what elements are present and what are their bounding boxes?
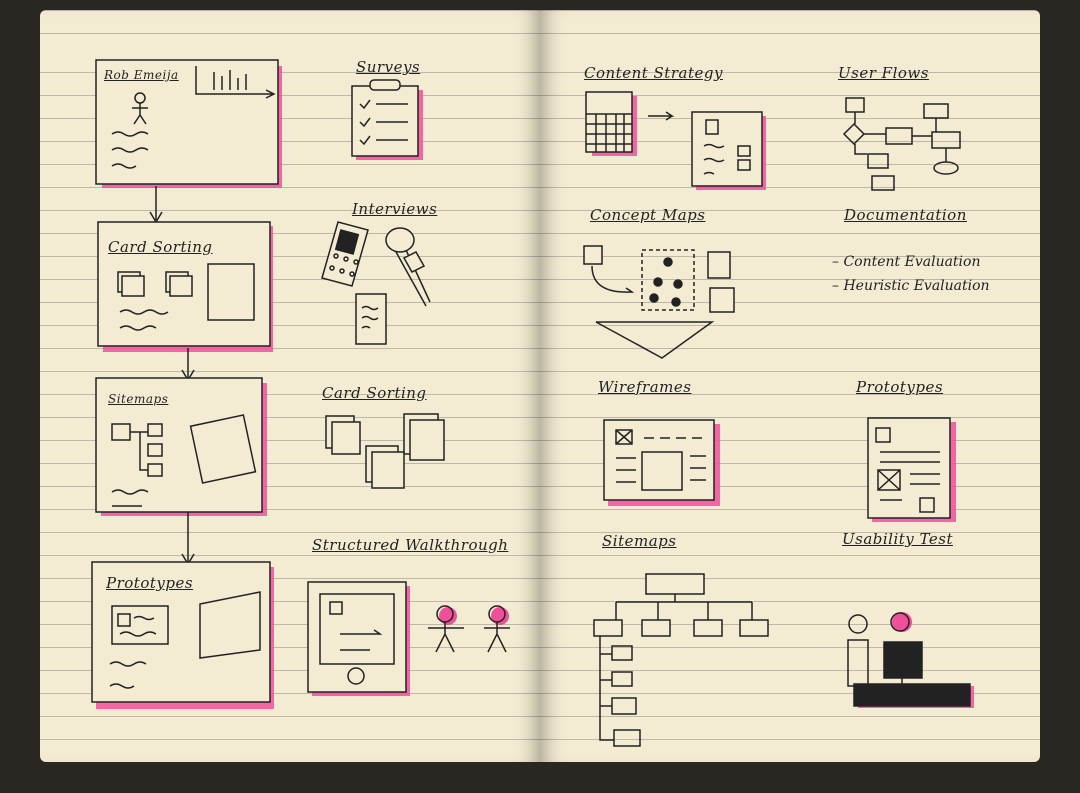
card-sorting-cards-sketch (325, 413, 445, 489)
section-label-sitemaps: Sitemaps (602, 532, 677, 550)
flow-box-persona (95, 59, 279, 185)
user-flows-sketch (842, 97, 961, 191)
section-label-wireframes: Wireframes (598, 378, 692, 396)
content-strategy-sketch (585, 91, 763, 187)
section-label-prototypes: Prototypes (856, 378, 944, 396)
flow-box-prototypes (91, 561, 271, 703)
surveys-clipboard-sketch (351, 79, 419, 157)
method-label-structured-walkthrough: Structured Walkthrough (312, 536, 509, 554)
flow-label-prototypes: Prototypes (106, 574, 194, 592)
flow-label-persona: Rob Emeija (104, 68, 179, 82)
flow-label-card-sorting: Card Sorting (108, 238, 213, 256)
prototypes-wireframe-sketch (867, 417, 951, 519)
method-label-interviews: Interviews (352, 200, 438, 218)
interviews-phone-mic-sketch (321, 221, 431, 345)
sitemaps-tree-sketch (593, 573, 769, 747)
flow-label-sitemaps: Sitemaps (108, 392, 169, 406)
usability-test-sketch (847, 612, 971, 707)
documentation-item-heuristic-evaluation: – Heuristic Evaluation (832, 278, 990, 294)
section-label-usability-test: Usability Test (842, 530, 953, 548)
section-label-concept-maps: Concept Maps (590, 206, 706, 224)
flow-box-card-sorting (97, 221, 271, 347)
structured-walkthrough-sketch (307, 581, 510, 693)
section-label-content-strategy: Content Strategy (584, 64, 723, 82)
flow-box-sitemaps (95, 377, 263, 513)
section-label-documentation: Documentation (844, 206, 967, 224)
section-label-user-flows: User Flows (838, 64, 929, 82)
documentation-item-content-evaluation: – Content Evaluation (832, 254, 981, 270)
method-label-card-sorting: Card Sorting (322, 384, 427, 402)
method-label-surveys: Surveys (356, 58, 421, 76)
concept-maps-sketch (583, 245, 735, 359)
wireframes-sketch (603, 419, 715, 501)
